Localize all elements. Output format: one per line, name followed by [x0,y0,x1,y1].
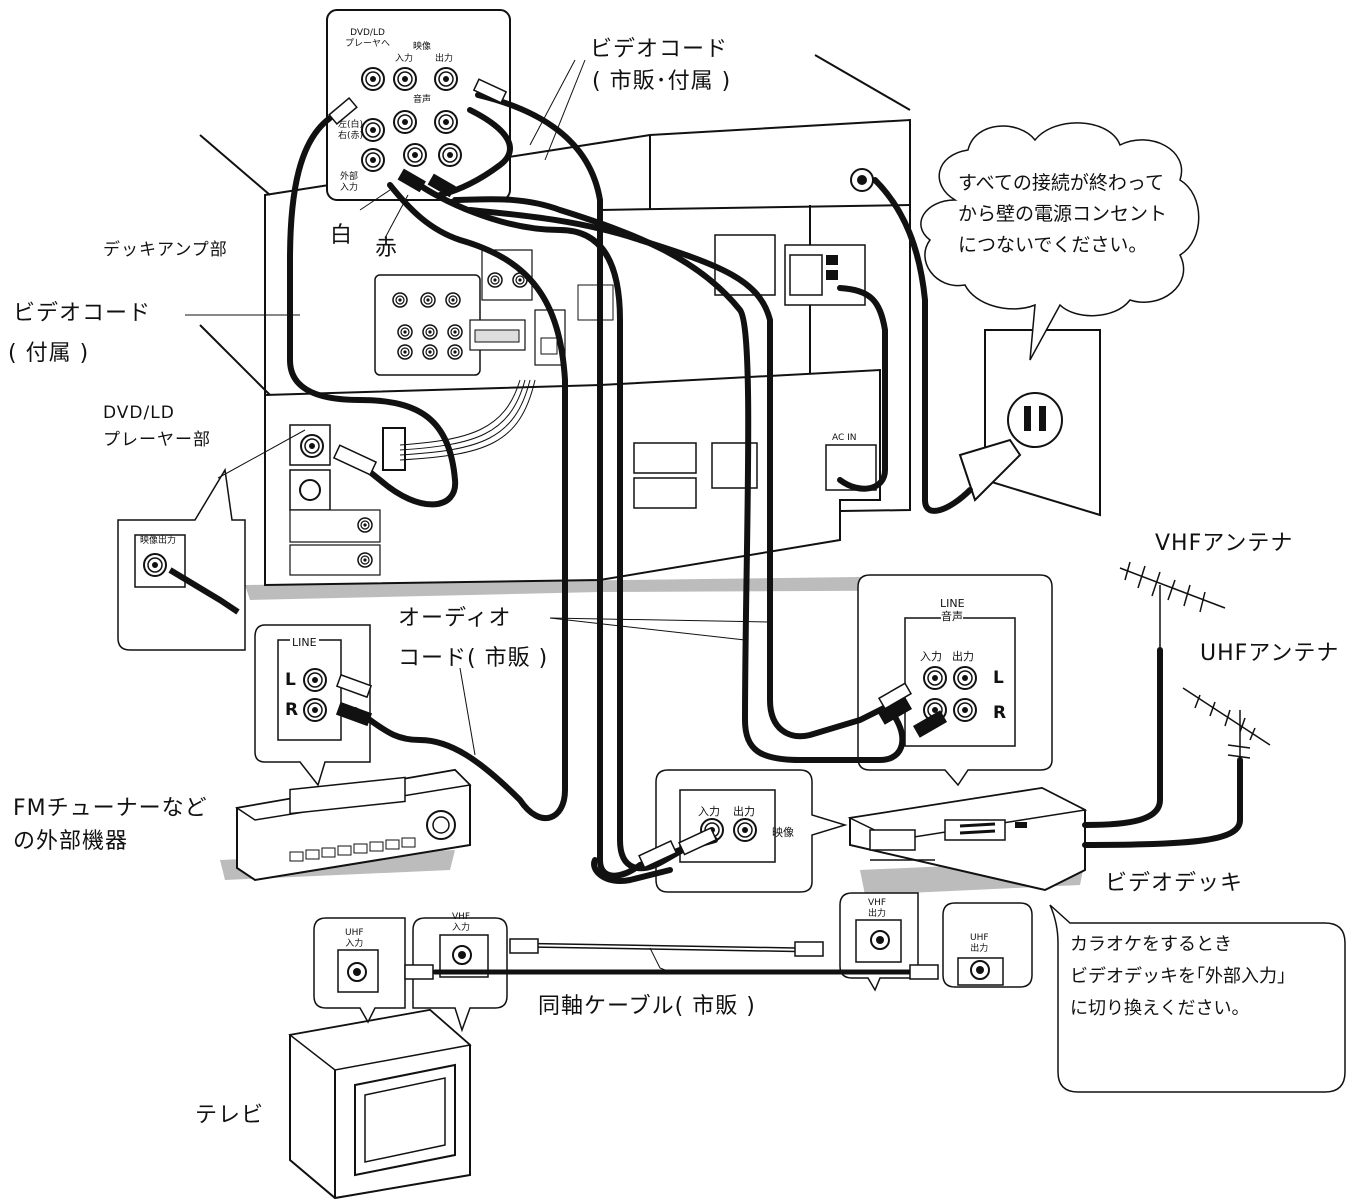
video-out-jack-label: 映像出力 [140,536,177,546]
coax-cable-label: 同軸ケーブル( 市販 ) [538,994,756,1019]
top-panel-dvd-label: DVD/LD プレーヤへ [345,28,391,50]
video-cord-top-label: ビデオコード [590,37,729,62]
uhf-antenna [1182,687,1271,760]
tv-label: テレビ [195,1103,265,1128]
cables [287,92,1243,975]
top-panel-lr-label: 左(白) 右(赤) [338,120,364,142]
video-deck-label: ビデオデッキ [1105,871,1244,896]
uhf-antenna-label: UHFアンテナ [1200,641,1340,666]
note-line-2: ビデオデッキを｢外部入力｣ [1070,966,1286,987]
tuner-line-r: R [285,700,300,720]
top-panel-in-label: 入力 [395,54,414,64]
vcr-line-tag: LINE [940,597,965,610]
vcr-vhf-out-label: VHF 出力 [868,898,887,920]
vcr-video-inset [655,769,848,893]
top-panel-video-label: 映像 [413,42,432,52]
leader-lines [185,59,771,973]
vcr-out-label: 出力 [952,650,974,663]
vhf-antenna-label: VHFアンテナ [1155,531,1294,556]
fm-tuner-label-1: FMチューナーなど [13,796,208,821]
tuner-line-tag: LINE [290,636,319,650]
dvd-ld-label-2: プレーヤー部 [103,430,211,450]
note-line-1: カラオケをするとき [1070,934,1232,955]
tv-device [288,1008,472,1200]
wall-outlet [958,329,1101,517]
deck-amp-label: デッキアンプ部 [103,240,228,260]
video-out-inset [117,429,306,651]
video-out-label: 出力 [733,805,755,818]
deck-edge-line [814,54,911,111]
red-label: 赤 [375,236,399,261]
white-label: 白 [330,223,354,248]
dvd-ld-label-1: DVD/LD [103,403,175,423]
note-box [1049,904,1346,1093]
fm-tuner-label-2: の外部機器 [13,829,129,854]
top-panel-ext-label: 外部 入力 [340,172,359,194]
tv-uhf-in-label: UHF 入力 [345,928,364,950]
audio-cord-label-2: コード( 市販 ) [398,646,549,671]
tuner-line-inset [254,624,371,787]
vcr-uhf-out-label: UHF 出力 [970,933,989,955]
video-in-label: 入力 [698,805,720,818]
speech-bubble [920,122,1200,361]
vcr-line-sub: 音声 [941,610,963,624]
note-line-3: に切り換えください。 [1070,998,1250,1019]
bubble-line-3: につないでください。 [958,234,1148,256]
video-word-label: 映像 [772,826,794,839]
bubble-line-1: すべての接続が終わって [958,172,1164,194]
vhf-antenna [1119,561,1226,650]
video-cord-top-sub-label: ( 市販･付属 ) [592,69,732,94]
vcr-r-label: R [993,703,1008,723]
top-panel-out-label: 出力 [435,54,454,64]
vcr-l-label: L [993,668,1005,688]
tuner-line-l: L [285,670,297,690]
vcr-in-label: 入力 [920,650,942,663]
video-cord-left-sub-label: ( 付属 ) [8,341,90,366]
video-cord-left-label: ビデオコード [13,301,152,326]
ac-in-label: AC IN [832,433,857,443]
fm-tuner-device [235,768,472,882]
top-panel-audio-label: 音声 [413,95,432,105]
video-deck-device [847,786,1088,892]
bubble-line-2: から壁の電源コンセント [958,203,1168,225]
tv-vhf-in-label: VHF 入力 [452,912,471,934]
audio-cord-label-1: オーディオ [398,606,512,631]
